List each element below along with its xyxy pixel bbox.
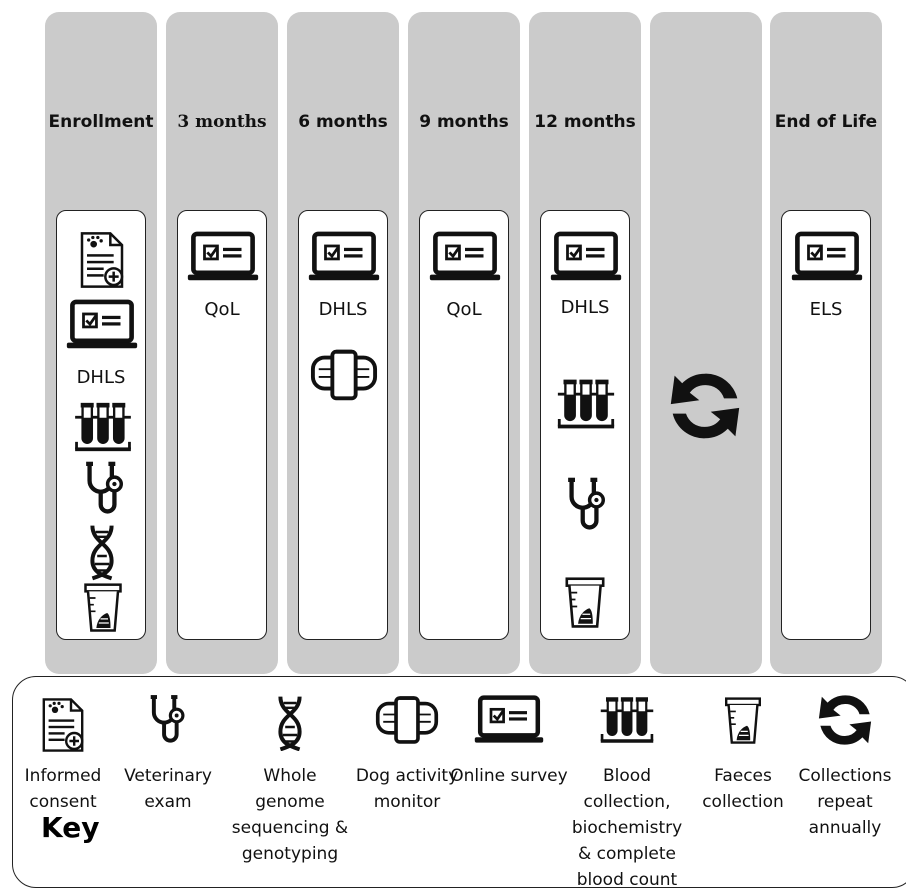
card-label: DHLS: [560, 297, 610, 318]
stethoscope-icon: [563, 475, 611, 537]
faeces-cup-icon: [81, 583, 125, 633]
column-12-months: 12 months DHLS: [529, 12, 641, 674]
key-panel: Key Informed consent Veterinary exam Who…: [12, 676, 906, 890]
card: QoL: [419, 210, 509, 640]
card-label: QoL: [204, 299, 240, 320]
column-title: 6 months: [298, 112, 388, 132]
card: DHLS: [56, 210, 146, 640]
key-label: Collections repeat annually: [798, 766, 892, 838]
column-repeat: [650, 12, 762, 674]
laptop-survey-icon: [65, 297, 139, 355]
card-label: ELS: [809, 299, 843, 320]
laptop-survey-icon: [428, 229, 502, 287]
dna-icon: [86, 521, 118, 583]
card: DHLS: [540, 210, 630, 640]
card-label: QoL: [446, 299, 482, 320]
key-label: Online survey: [450, 766, 568, 786]
column-title: End of Life: [774, 112, 878, 132]
laptop-survey-icon: [473, 693, 545, 749]
key-label: Informed consent: [24, 766, 102, 812]
card: QoL: [177, 210, 267, 640]
stethoscope-icon: [81, 459, 129, 521]
blood-tubes-icon: [556, 377, 616, 431]
laptop-survey-icon: [549, 229, 623, 287]
column-3-months: 3 months QoL: [166, 12, 278, 674]
column-title: 9 months: [419, 112, 509, 132]
blood-tubes-icon: [73, 401, 133, 453]
faeces-cup-icon: [563, 577, 607, 629]
consent-form-icon: [39, 695, 87, 755]
activity-monitor-icon: [375, 693, 439, 747]
laptop-survey-icon: [307, 229, 381, 287]
stethoscope-icon: [146, 693, 190, 749]
key-label: Faeces collection: [702, 766, 784, 812]
activity-monitor-icon: [310, 347, 378, 403]
faeces-cup-icon: [721, 697, 765, 745]
column-title: 3 months: [177, 112, 267, 132]
card-label: DHLS: [76, 367, 126, 388]
column-6-months: 6 months DHLS: [287, 12, 399, 674]
key-title: Key: [41, 811, 100, 844]
card: ELS: [781, 210, 871, 640]
repeat-arrows-icon: [813, 691, 877, 749]
column-9-months: 9 months QoL: [408, 12, 520, 674]
key-label: Whole genome sequencing & genotyping: [231, 766, 349, 864]
key-label: Blood collection, biochemistry & complet…: [571, 766, 683, 890]
blood-tubes-icon: [599, 695, 655, 745]
card-label: DHLS: [318, 299, 368, 320]
column-title: Enrollment: [48, 112, 154, 132]
dna-icon: [274, 695, 306, 751]
card: DHLS: [298, 210, 388, 640]
laptop-survey-icon: [186, 229, 260, 287]
column-end-of-life: End of Life ELS: [770, 12, 882, 674]
key-label: Veterinary exam: [124, 766, 212, 812]
key-label: Dog activity monitor: [355, 766, 459, 812]
column-enrollment: Enrollment DHLS: [45, 12, 157, 674]
consent-form-icon: [77, 229, 127, 291]
laptop-survey-icon: [790, 229, 864, 287]
repeat-arrows-icon: [660, 368, 750, 444]
column-title: 12 months: [534, 112, 636, 132]
